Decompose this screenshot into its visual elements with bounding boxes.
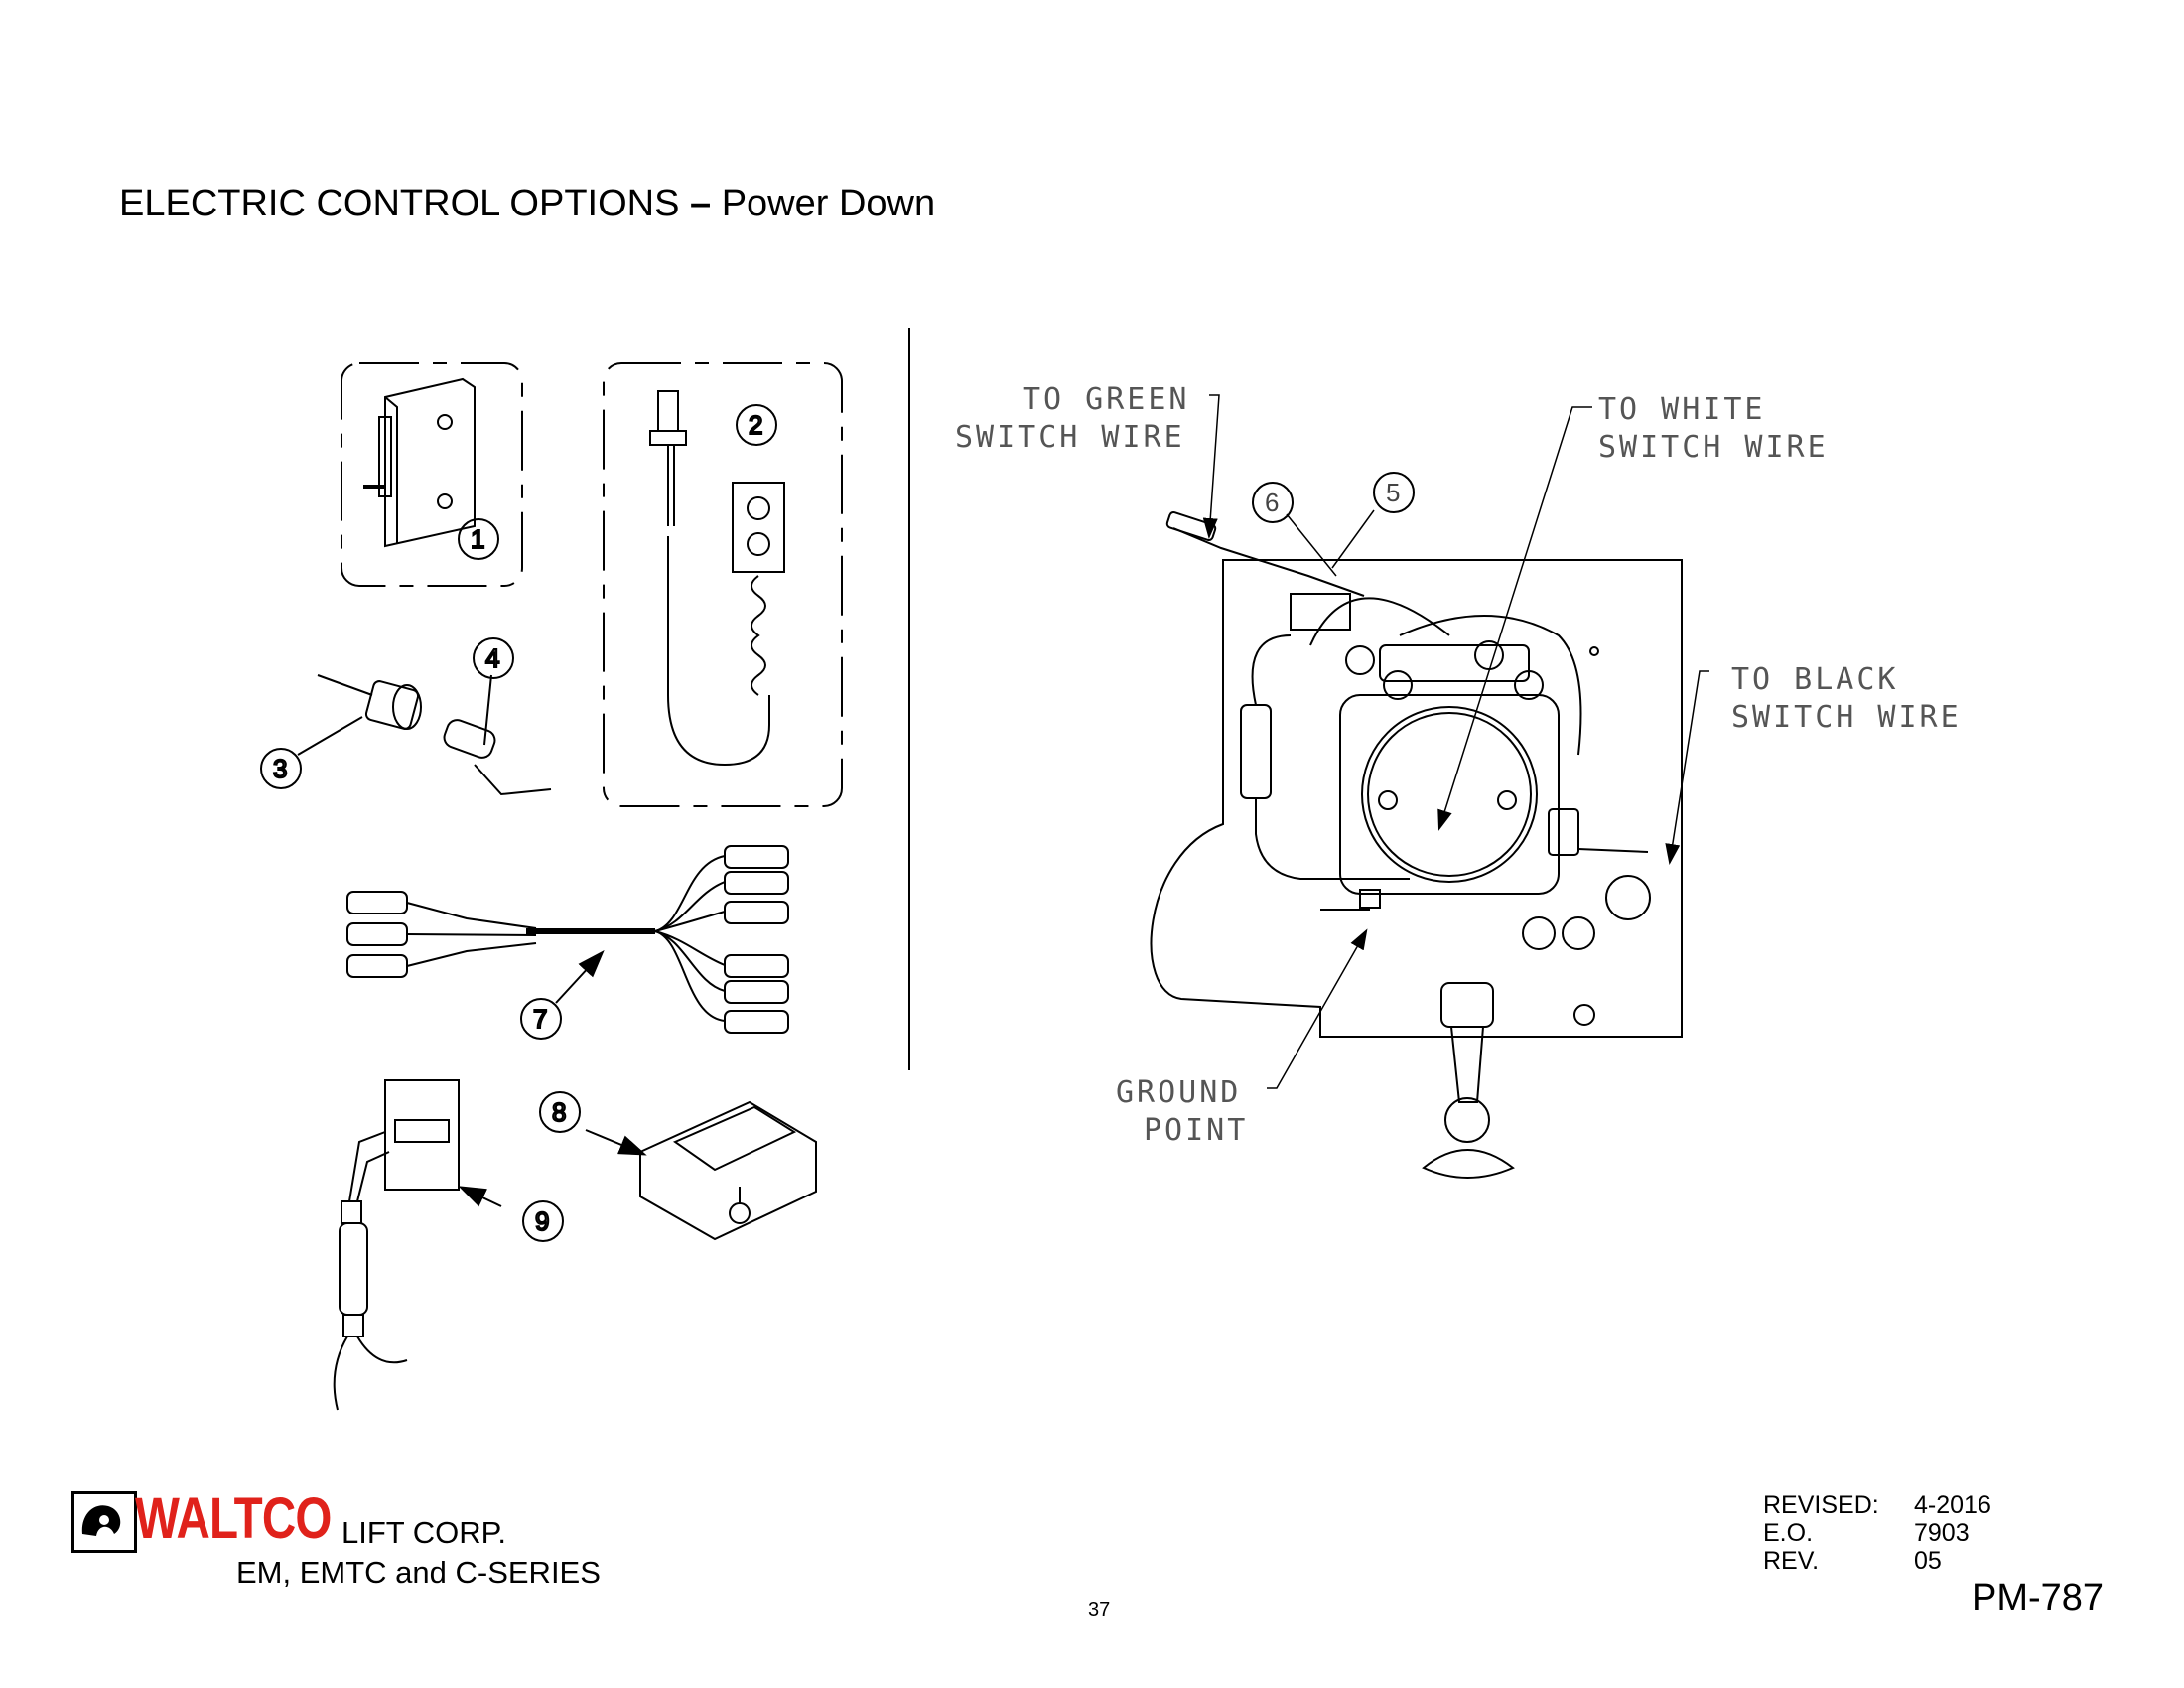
rev-value: 05 <box>1914 1547 1942 1575</box>
item-number-2: 2 <box>749 410 762 440</box>
callout-black: TO BLACK SWITCH WIRE <box>1731 662 1962 735</box>
callout-black-line1: TO BLACK <box>1731 662 1899 697</box>
callout-white-line1: TO WHITE <box>1598 392 1766 427</box>
item-number-6: 6 <box>1265 488 1279 517</box>
item-number-9: 9 <box>535 1206 549 1236</box>
title-dash: – <box>690 183 712 224</box>
callout-black-line2: SWITCH WIRE <box>1731 700 1962 735</box>
callout-ground-line2: POINT <box>1144 1113 1248 1148</box>
item-number-5: 5 <box>1386 478 1400 507</box>
callout-ground: GROUND POINT <box>1116 1075 1248 1148</box>
item-5-balloon: 5 <box>1373 472 1415 513</box>
eo-label: E.O. <box>1763 1519 1814 1547</box>
item-9-breaker: 9 <box>333 1079 564 1411</box>
item-number-1: 1 <box>471 524 484 554</box>
callout-green: TO GREEN SWITCH WIRE <box>955 382 1190 455</box>
brand-name: WALTCO <box>135 1486 332 1551</box>
item-4-plug: 4 <box>443 637 552 796</box>
eo-value: 7903 <box>1914 1519 1970 1547</box>
item-number-7: 7 <box>533 1004 547 1034</box>
document-number: PM-787 <box>1972 1577 2105 1618</box>
item-1-switch: 1 <box>341 362 523 587</box>
item-7-harness: 7 <box>346 845 789 1040</box>
item-number-4: 4 <box>485 643 499 673</box>
company-name: LIFT CORP. <box>341 1515 506 1550</box>
callout-white: TO WHITE SWITCH WIRE <box>1598 392 1829 465</box>
revised-label: REVISED: <box>1763 1491 1879 1519</box>
item-number-3: 3 <box>273 754 287 783</box>
title-main: ELECTRIC CONTROL OPTIONS <box>119 183 680 224</box>
item-number-8: 8 <box>552 1097 566 1127</box>
page-title: ELECTRIC CONTROL OPTIONS – Power Down <box>119 183 935 225</box>
callout-ground-line1: GROUND <box>1116 1075 1241 1110</box>
callout-green-line1: TO GREEN <box>1023 382 1190 417</box>
callout-green-line2: SWITCH WIRE <box>955 420 1185 455</box>
callout-leaders <box>1202 394 1709 1089</box>
product-series: EM, EMTC and C-SERIES <box>236 1555 601 1590</box>
revised-value: 4-2016 <box>1914 1491 1991 1519</box>
item-3-socket: 3 <box>260 674 422 789</box>
callout-white-line2: SWITCH WIRE <box>1598 430 1829 465</box>
waltco-logo-icon <box>71 1491 137 1553</box>
item-8-relay: 8 <box>539 1091 817 1241</box>
item-6-balloon: 6 <box>1252 482 1294 523</box>
rev-label: REV. <box>1763 1547 1820 1575</box>
page-number: 37 <box>1088 1599 1111 1620</box>
title-sub: Power Down <box>721 183 936 224</box>
item-2-pendant: 2 <box>603 362 843 807</box>
